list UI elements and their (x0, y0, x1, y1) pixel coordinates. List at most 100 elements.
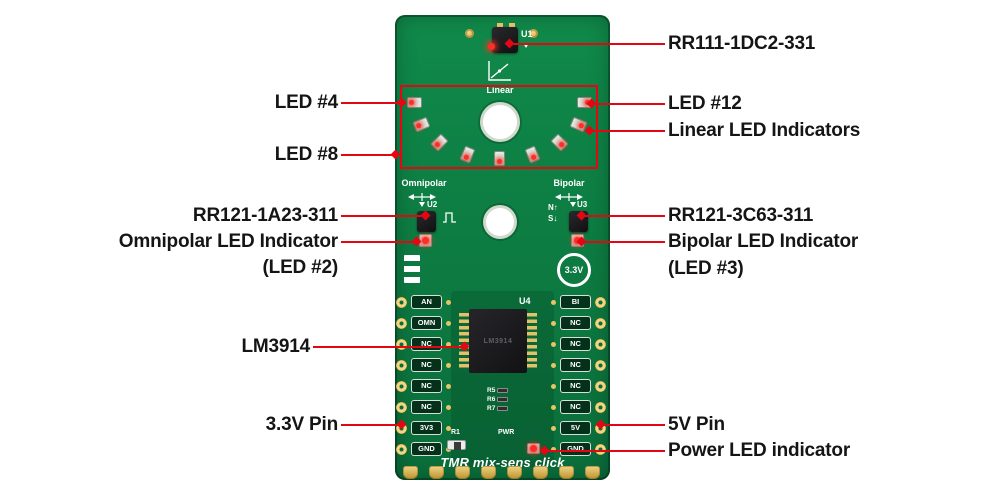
pcb-board: U1 Linear Omnipolar Bipolar (395, 15, 610, 480)
edge-pad (533, 466, 548, 479)
linear-curve-icon (488, 61, 511, 81)
pin-row-nc: NC (396, 379, 454, 393)
pin-pad (595, 296, 606, 308)
pin-label: BI (560, 295, 591, 309)
pin-row-gnd: GND (551, 442, 609, 456)
resistor (497, 388, 509, 393)
omnipolar-label: Omnipolar (401, 178, 447, 188)
callout-line (582, 241, 665, 243)
smd-pad (446, 320, 451, 326)
pin-pad (396, 380, 407, 392)
power-led (527, 443, 540, 454)
pin-label: AN (411, 295, 442, 309)
sensor-lead (509, 23, 515, 29)
smd-pad (551, 425, 556, 431)
annotation-led4: LED #4 (274, 92, 338, 113)
pin-row-nc: NC (551, 358, 609, 372)
callout-line (510, 43, 665, 45)
callout-line (545, 450, 665, 452)
annotation-omnipolar-led: Omnipolar LED Indicator (118, 231, 338, 252)
north-label: N↑ (548, 203, 558, 212)
pin-pad (595, 401, 606, 413)
callout-line (341, 102, 402, 104)
pin-pad (595, 317, 606, 329)
callout-line (592, 103, 665, 105)
tmr-sensor-u1 (492, 27, 518, 53)
pin-pad (595, 359, 606, 371)
pin-pad (396, 443, 407, 455)
edge-pad (559, 466, 574, 479)
pin-pad (595, 443, 606, 455)
bipolar-label: Bipolar (553, 178, 585, 188)
callout-line (341, 241, 417, 243)
u1-designator: U1 (521, 29, 533, 39)
pulse-icon (443, 212, 456, 223)
smd-pad (551, 299, 556, 305)
smd-pad (446, 362, 451, 368)
double-arrow-icon (408, 193, 436, 201)
r5-designator: R5 (487, 387, 496, 394)
pin-label: 3V3 (411, 421, 442, 435)
u4-designator: U4 (519, 296, 531, 306)
pin1-arrow-icon (523, 43, 529, 48)
smd-pad (446, 299, 451, 305)
solder-pad (529, 29, 538, 38)
mikroe-logo (404, 255, 420, 283)
pin-label: NC (560, 337, 591, 351)
r1-designator: R1 (451, 429, 460, 436)
pin-row-nc: NC (551, 379, 609, 393)
pin-row-nc: NC (396, 358, 454, 372)
pin-label: GND (560, 442, 591, 456)
callout-line (313, 346, 465, 348)
pin-row-nc: NC (551, 400, 609, 414)
smd-pad (551, 341, 556, 347)
pin-label: NC (560, 358, 591, 372)
annotation-led2: (LED #2) (262, 257, 339, 278)
resistor-row: R6 (487, 396, 509, 403)
pin-label: GND (411, 442, 442, 456)
smd-pad (446, 341, 451, 347)
chip-pins (459, 313, 469, 369)
pin-row-bi: BI (551, 295, 609, 309)
ns-polarity-label: N↑ S↓ (548, 202, 558, 224)
edge-pad (481, 466, 496, 479)
annotation-rr121-1a23: RR121-1A23-311 (192, 205, 338, 226)
linear-led-highlight-box (400, 85, 598, 169)
double-arrow-icon (555, 193, 583, 201)
mounting-hole (483, 105, 517, 139)
pin1-arrow-icon (419, 202, 425, 207)
annotation-bipolar-led: Bipolar LED Indicator (668, 231, 859, 252)
annotation-rr111: RR111-1DC2-331 (668, 33, 816, 54)
pin-label: NC (560, 316, 591, 330)
pin-row-nc: NC (396, 337, 454, 351)
annotation-linear-leds: Linear LED Indicators (668, 120, 861, 141)
mounting-hole (486, 208, 514, 236)
pin-row-nc: NC (396, 400, 454, 414)
annotation-rr121-3c63: RR121-3C63-311 (668, 205, 814, 226)
callout-line (341, 154, 396, 156)
lm3914-chip: LM3914 (459, 309, 537, 373)
pwr-label: PWR (498, 429, 515, 436)
u2-designator: U2 (427, 200, 438, 209)
smd-pad (446, 425, 451, 431)
pin-pad (396, 317, 407, 329)
annotation-led3: (LED #3) (668, 258, 744, 279)
chip-body: LM3914 (469, 309, 527, 373)
annotation-led8: LED #8 (274, 144, 338, 165)
annotation-power-led: Power LED indicator (668, 440, 851, 461)
pin-pad (396, 296, 407, 308)
chip-marking: LM3914 (483, 337, 513, 345)
smd-pad (446, 404, 451, 410)
u3-designator: U3 (577, 200, 588, 209)
pin-pad (396, 401, 407, 413)
r7-designator: R7 (487, 405, 496, 412)
resistor-row: R5 (487, 387, 509, 394)
3v3-logo: 3.3V (557, 253, 591, 287)
pin-row-an: AN (396, 295, 454, 309)
pin-pad (396, 359, 407, 371)
smd-pad (551, 383, 556, 389)
edge-pad (403, 466, 418, 479)
r6-designator: R6 (487, 396, 496, 403)
pin-label: OMN (411, 316, 442, 330)
